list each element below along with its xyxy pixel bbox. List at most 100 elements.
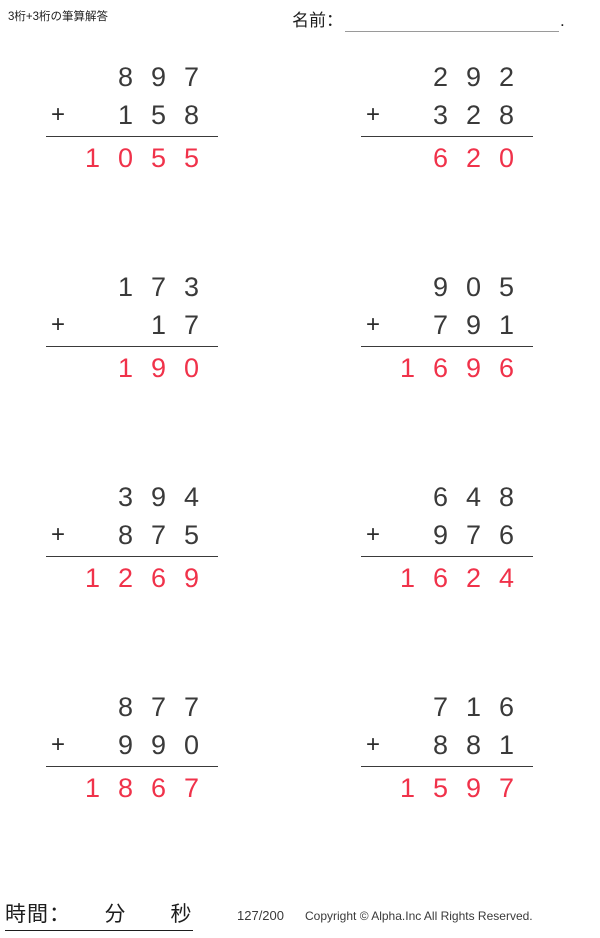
sum-rule [46, 766, 218, 767]
digit: 0 [465, 272, 482, 302]
vertical-calculation: + 8 9 7 1 5 8 1 0 5 5 [28, 58, 218, 177]
sum-rule [46, 346, 218, 347]
copyright-notice: Copyright © Alpha.Inc All Rights Reserve… [305, 909, 533, 923]
time-label: 時間： 分 秒 [5, 903, 193, 926]
digit: 1 [117, 272, 134, 302]
digit: 1 [150, 310, 167, 340]
answer-digit: 1 [399, 773, 416, 803]
digit: 4 [183, 482, 200, 512]
answer-digit: 9 [183, 563, 200, 593]
plus-operator-icon: + [365, 311, 380, 338]
plus-operator-icon: + [365, 521, 380, 548]
answer-digit: 6 [432, 563, 449, 593]
name-input-line[interactable] [345, 9, 559, 32]
digit: 5 [183, 520, 200, 550]
answer-digit: 1 [84, 773, 101, 803]
answer-digit: 4 [498, 563, 515, 593]
addend2-row: 3 2 8 [343, 96, 533, 134]
digit: 0 [183, 730, 200, 760]
digit: 5 [150, 100, 167, 130]
answer-digit: 6 [150, 773, 167, 803]
digit: 8 [183, 100, 200, 130]
answer-digit: 9 [150, 353, 167, 383]
answer-row: 1 8 6 7 [28, 769, 218, 807]
problem-row: + 8 7 7 9 9 0 1 8 6 7 [0, 674, 600, 884]
addend2-row: 9 7 6 [343, 516, 533, 554]
problem-7: + 8 7 7 9 9 0 1 8 6 7 [28, 688, 248, 808]
sum-rule [361, 766, 533, 767]
answer-digit: 2 [465, 563, 482, 593]
plus-operator-icon: + [365, 101, 380, 128]
digit: 7 [150, 692, 167, 722]
answer-row: 1 6 2 4 [343, 559, 533, 597]
answer-digit: 7 [183, 773, 200, 803]
vertical-calculation: + 6 4 8 9 7 6 1 6 2 4 [343, 478, 533, 597]
answer-digit: 1 [84, 143, 101, 173]
digit: 3 [432, 100, 449, 130]
plus-operator-icon: + [50, 521, 65, 548]
page-title: 3桁+3桁の筆算解答 [8, 11, 109, 23]
digit: 1 [117, 100, 134, 130]
digit: 8 [117, 692, 134, 722]
problem-6: + 6 4 8 9 7 6 1 6 2 4 [343, 478, 563, 598]
vertical-calculation: + 9 0 5 7 9 1 1 6 9 6 [343, 268, 533, 387]
digit: 7 [432, 310, 449, 340]
name-field-group: 名前： . [292, 4, 565, 32]
plus-operator-icon: + [50, 101, 65, 128]
digit: 8 [498, 100, 515, 130]
answer-row: 1 0 5 5 [28, 139, 218, 177]
plus-operator-icon: + [365, 731, 380, 758]
answer-digit: 5 [183, 143, 200, 173]
digit: 7 [183, 310, 200, 340]
digit: 7 [183, 62, 200, 92]
problem-3: + 1 7 3 1 7 1 9 0 [28, 268, 248, 388]
vertical-calculation: + 8 7 7 9 9 0 1 8 6 7 [28, 688, 218, 807]
answer-digit: 7 [498, 773, 515, 803]
digit: 2 [465, 100, 482, 130]
worksheet-header: 3桁+3桁の筆算解答 名前： . [0, 0, 600, 44]
problem-row: + 1 7 3 1 7 1 9 0 [0, 254, 600, 464]
addend1-row: 9 0 5 [343, 268, 533, 306]
answer-digit: 1 [84, 563, 101, 593]
answer-digit: 9 [465, 353, 482, 383]
problem-1: + 8 9 7 1 5 8 1 0 5 5 [28, 58, 248, 178]
addend2-row: 1 7 [28, 306, 218, 344]
addend1-row: 8 7 7 [28, 688, 218, 726]
answer-digit: 1 [117, 353, 134, 383]
digit: 8 [117, 62, 134, 92]
time-field-group: 時間： 分 秒 [5, 898, 193, 931]
digit: 9 [465, 62, 482, 92]
digit: 7 [150, 520, 167, 550]
digit: 2 [432, 62, 449, 92]
addend1-row: 3 9 4 [28, 478, 218, 516]
answer-row: 6 2 0 [343, 139, 533, 177]
digit: 1 [498, 310, 515, 340]
answer-digit: 6 [432, 143, 449, 173]
sum-rule [361, 556, 533, 557]
answer-row: 1 5 9 7 [343, 769, 533, 807]
digit: 5 [498, 272, 515, 302]
name-trailing-dot: . [560, 11, 565, 30]
digit: 8 [117, 520, 134, 550]
plus-operator-icon: + [50, 311, 65, 338]
digit: 9 [150, 482, 167, 512]
vertical-calculation: + 1 7 3 1 7 1 9 0 [28, 268, 218, 387]
answer-digit: 2 [465, 143, 482, 173]
digit: 7 [183, 692, 200, 722]
digit: 3 [117, 482, 134, 512]
vertical-calculation: + 7 1 6 8 8 1 1 5 9 7 [343, 688, 533, 807]
answer-digit: 0 [183, 353, 200, 383]
digit: 2 [498, 62, 515, 92]
digit: 8 [498, 482, 515, 512]
sum-rule [361, 136, 533, 137]
digit: 6 [498, 692, 515, 722]
addend2-row: 8 7 5 [28, 516, 218, 554]
digit: 9 [117, 730, 134, 760]
digit: 1 [498, 730, 515, 760]
sum-rule [361, 346, 533, 347]
addend2-row: 1 5 8 [28, 96, 218, 134]
answer-digit: 0 [498, 143, 515, 173]
page-number: 127/200 [237, 908, 284, 923]
digit: 9 [432, 520, 449, 550]
digit: 4 [465, 482, 482, 512]
